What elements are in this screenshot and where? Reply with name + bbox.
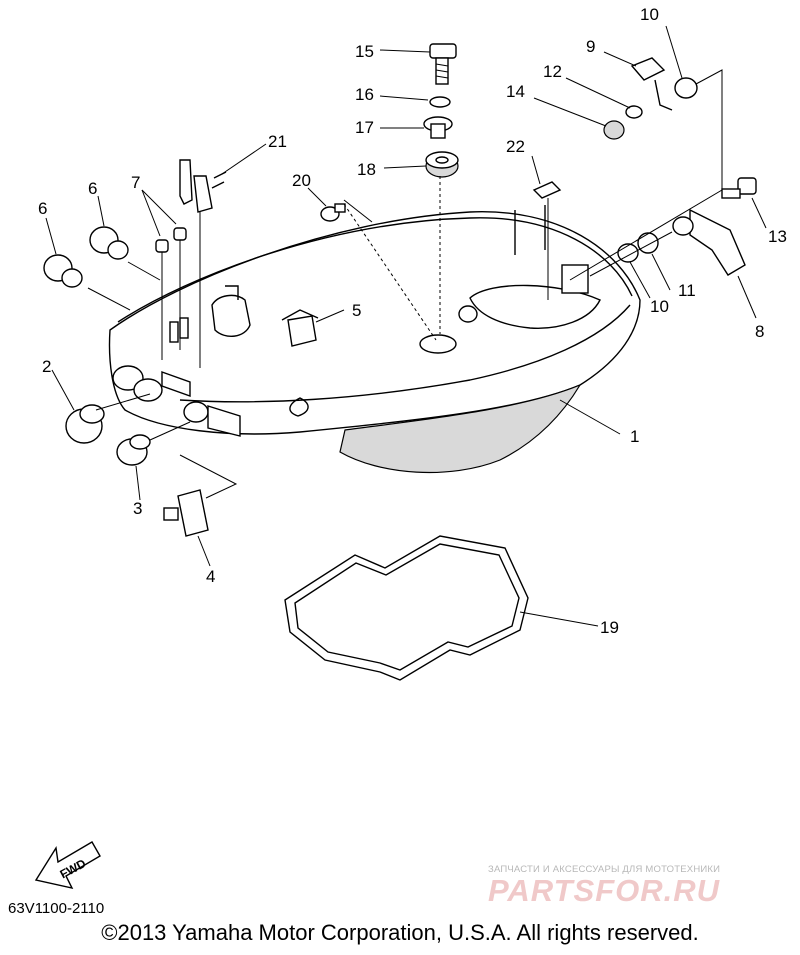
plug-2 <box>65 404 105 444</box>
nut-10-top <box>674 77 698 99</box>
washer-16 <box>429 96 451 108</box>
watermark-logo: PARTSFOR.RU <box>488 873 721 908</box>
callout-9: 9 <box>586 37 595 56</box>
callout-10-top: 10 <box>640 5 659 24</box>
callout-2: 2 <box>42 357 51 376</box>
bushing-6-right <box>89 226 129 260</box>
washer-12 <box>625 105 643 119</box>
hook-8 <box>672 208 746 276</box>
plate-21 <box>179 159 227 213</box>
callout-13: 13 <box>768 227 787 246</box>
bushing-6-left <box>43 254 83 288</box>
fwd-arrow: FWD <box>34 841 101 890</box>
screw-20 <box>320 203 346 222</box>
callout-labels: 15 16 17 18 22 9 10 12 14 13 8 11 10 1 5… <box>38 5 787 637</box>
plug-3 <box>116 434 151 466</box>
grommet-4 <box>163 489 209 537</box>
gasket-seal <box>284 535 529 681</box>
clip-5 <box>281 309 319 347</box>
callout-18: 18 <box>357 160 376 179</box>
label-22 <box>532 181 562 199</box>
callout-10-side: 10 <box>650 297 669 316</box>
bracket-9 <box>630 57 673 111</box>
callout-11: 11 <box>678 281 696 300</box>
callout-22: 22 <box>506 137 525 156</box>
callout-6-left: 6 <box>38 199 47 218</box>
copyright-notice: ©2013 Yamaha Motor Corporation, U.S.A. A… <box>101 920 699 945</box>
callout-16: 16 <box>355 85 374 104</box>
callout-21: 21 <box>268 132 287 151</box>
fastener-7-right <box>173 227 187 241</box>
callout-19: 19 <box>600 618 619 637</box>
callout-1: 1 <box>630 427 639 446</box>
grommet-18 <box>425 151 459 178</box>
nut-14 <box>603 120 625 140</box>
callout-4: 4 <box>206 567 215 586</box>
fastener-7-left <box>155 239 169 253</box>
callout-7: 7 <box>131 173 140 192</box>
callout-20: 20 <box>292 171 311 190</box>
callout-15: 15 <box>355 42 374 61</box>
part-number: 63V1100-2110 <box>8 900 105 917</box>
watermark-tagline: ЗАПЧАСТИ И АКСЕССУАРЫ ДЛЯ МОТОТЕХНИКИ <box>488 864 721 875</box>
callout-14: 14 <box>506 82 525 101</box>
callout-17: 17 <box>355 118 374 137</box>
callout-6-right: 6 <box>88 179 97 198</box>
collar-17 <box>423 116 453 139</box>
leader-lines <box>45 25 767 627</box>
bolt-15 <box>429 43 457 85</box>
callout-8: 8 <box>755 322 764 341</box>
washer-11 <box>637 232 659 254</box>
bottom-cowling <box>108 205 641 474</box>
callout-12: 12 <box>543 62 562 81</box>
screw-13 <box>721 177 757 199</box>
callout-5: 5 <box>352 301 361 320</box>
callout-3: 3 <box>133 499 142 518</box>
